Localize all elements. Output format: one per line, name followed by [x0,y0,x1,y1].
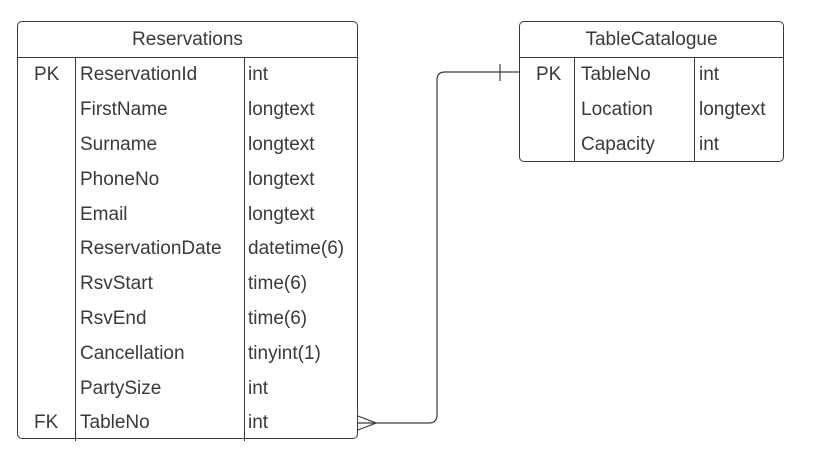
field-type: int [248,412,269,434]
reservations-type-divider [244,58,245,441]
table-catalogue-row-location[interactable]: Location longtext [520,93,783,128]
reservations-row-partysize[interactable]: PartySize int [18,371,357,406]
field-type: datetime(6) [248,238,345,260]
field-type: time(6) [248,273,308,295]
reservations-title: Reservations [18,22,357,58]
field-key: PK [536,64,562,86]
field-type: int [699,64,720,86]
field-name: Capacity [581,133,655,155]
field-name: TableNo [581,64,651,86]
field-type: longtext [699,99,766,121]
reservations-row-firstname[interactable]: FirstName longtext [18,93,357,128]
field-name: Location [581,99,653,121]
relationship-line [358,71,519,424]
field-name: Email [80,203,128,225]
reservations-row-reservationdate[interactable]: ReservationDate datetime(6) [18,232,357,267]
field-type: longtext [248,133,315,155]
field-name: ReservationDate [80,238,222,260]
field-name: ReservationId [80,64,198,86]
table-catalogue-fields: PK TableNo int Location longtext Capacit… [520,58,783,163]
reservations-entity[interactable]: Reservations PK ReservationId int FirstN… [17,21,358,441]
reservations-key-divider [75,58,76,441]
reservations-row-tableno[interactable]: FK TableNo int [18,406,357,441]
field-type: tinyint(1) [248,342,321,364]
reservations-row-rsvstart[interactable]: RsvStart time(6) [18,267,357,302]
field-key: PK [34,64,60,86]
table-catalogue-key-divider [574,58,575,163]
field-type: longtext [248,203,315,225]
field-name: Surname [80,133,158,155]
reservations-row-cancellation[interactable]: Cancellation tinyint(1) [18,336,357,371]
reservations-row-surname[interactable]: Surname longtext [18,128,357,163]
reservations-row-email[interactable]: Email longtext [18,197,357,232]
reservations-row-phoneno[interactable]: PhoneNo longtext [18,162,357,197]
table-catalogue-title: TableCatalogue [520,22,783,58]
reservations-row-reservationid[interactable]: PK ReservationId int [18,58,357,93]
field-name: Cancellation [80,342,185,364]
field-key: FK [34,412,59,434]
table-catalogue-entity[interactable]: TableCatalogue PK TableNo int Location l… [519,21,784,163]
field-name: TableNo [80,412,150,434]
field-type: longtext [248,168,315,190]
field-name: PhoneNo [80,168,160,190]
field-name: FirstName [80,99,168,121]
field-type: int [248,64,269,86]
field-type: longtext [248,99,315,121]
field-type: int [248,377,269,399]
table-catalogue-row-capacity[interactable]: Capacity int [520,128,783,163]
table-catalogue-type-divider [694,58,695,163]
field-name: PartySize [80,377,162,399]
reservations-fields: PK ReservationId int FirstName longtext … [18,58,357,441]
field-type: int [699,133,720,155]
reservations-row-rsvend[interactable]: RsvEnd time(6) [18,302,357,337]
crows-foot-many-icon [357,415,378,431]
field-name: RsvStart [80,273,153,295]
field-type: time(6) [248,307,308,329]
field-name: RsvEnd [80,307,147,329]
table-catalogue-row-tableno[interactable]: PK TableNo int [520,58,783,93]
